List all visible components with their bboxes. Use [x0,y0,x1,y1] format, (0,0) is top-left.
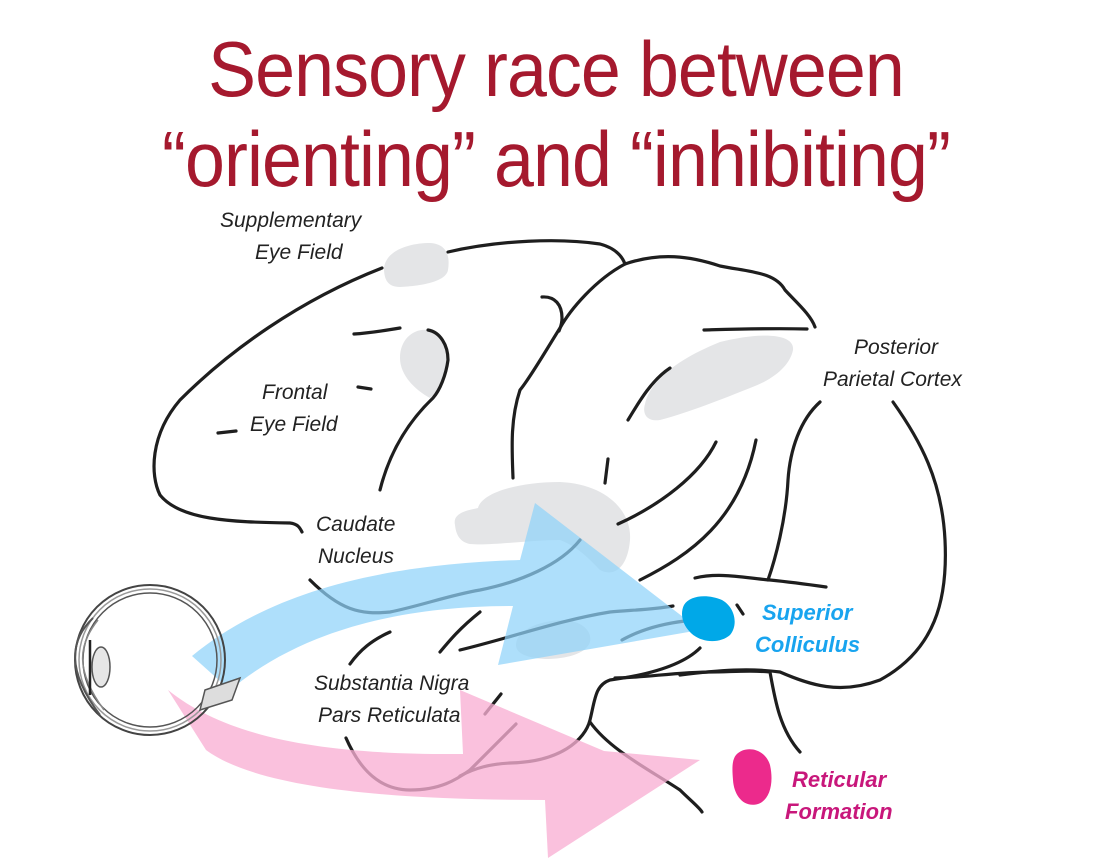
fef-region [400,329,449,398]
sef-region [384,243,449,287]
reticular-formation-nucleus [732,749,772,805]
title-line-1: Sensory race between [208,25,905,113]
title-line-2: “orienting” and “inhibiting” [162,115,951,203]
eye-icon [74,584,242,736]
superior-colliculus-nucleus [682,596,735,642]
orienting-arrow [192,503,700,690]
inhibiting-arrow [168,690,700,858]
ppc-region [644,335,794,421]
